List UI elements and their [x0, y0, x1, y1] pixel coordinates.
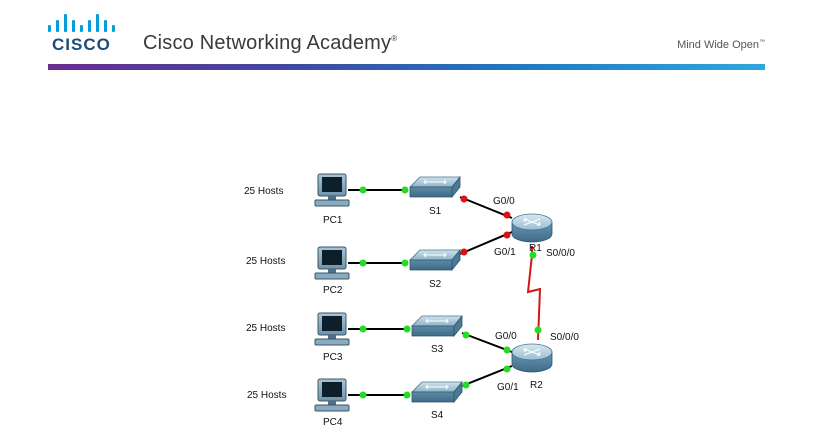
pc3-label: PC3: [323, 352, 343, 363]
pc4-hosts-label: 25 Hosts: [247, 390, 286, 401]
r2-g00-label: G0/0: [495, 331, 517, 342]
port-up-dot: [529, 251, 537, 259]
pc-icon[interactable]: [314, 246, 350, 280]
port-down-dot: [503, 211, 511, 219]
link-s1-r1: [459, 196, 513, 219]
academy-title-text: Cisco Networking Academy: [143, 32, 392, 54]
port-up-dot: [359, 391, 367, 399]
port-up-dot: [462, 381, 470, 389]
pc4-label: PC4: [323, 417, 343, 428]
header-gradient-bar: [48, 64, 765, 70]
pc3-hosts-label: 25 Hosts: [246, 323, 285, 334]
switch-icon[interactable]: [409, 248, 461, 272]
tagline-text: Mind Wide Open: [677, 39, 759, 51]
link-s3-r2: [461, 332, 513, 353]
port-up-dot: [503, 346, 511, 354]
r1-s000-label: S0/0/0: [546, 248, 575, 259]
r1-label: R1: [529, 243, 542, 254]
port-up-dot: [534, 326, 542, 334]
pc1-hosts-label: 25 Hosts: [244, 186, 283, 197]
cisco-logo-text: CISCO: [52, 35, 111, 54]
port-status-layer: [359, 186, 542, 399]
port-up-dot: [503, 365, 511, 373]
cisco-logo: CISCO: [48, 12, 128, 54]
links-layer: [348, 189, 542, 396]
pc2-label: PC2: [323, 285, 343, 296]
link-s2-r2: [459, 231, 513, 255]
port-up-dot: [462, 331, 470, 339]
cisco-logo-bars-icon: [48, 12, 128, 32]
s3-label: S3: [431, 344, 444, 355]
s2-label: S2: [429, 279, 442, 290]
port-up-dot: [359, 325, 367, 333]
port-down-dot: [503, 231, 511, 239]
port-up-dot: [401, 259, 409, 267]
pc-icon[interactable]: [314, 312, 350, 346]
pc-icon[interactable]: [314, 378, 350, 412]
port-down-dot: [460, 195, 468, 203]
port-up-dot: [403, 325, 411, 333]
r2-g01-label: G0/1: [497, 382, 519, 393]
s4-label: S4: [431, 410, 444, 421]
r1-g00-label: G0/0: [493, 196, 515, 207]
pc1-label: PC1: [323, 215, 343, 226]
academy-title: Cisco Networking Academy®: [143, 32, 397, 55]
router-icon[interactable]: [511, 343, 553, 373]
tagline: Mind Wide Open™: [677, 39, 765, 51]
port-up-dot: [359, 186, 367, 194]
switch-icon[interactable]: [409, 175, 461, 199]
router-icon[interactable]: [511, 213, 553, 243]
r1-g01-label: G0/1: [494, 247, 516, 258]
r2-label: R2: [530, 380, 543, 391]
port-down-dot: [460, 248, 468, 256]
switch-icon[interactable]: [411, 314, 463, 338]
port-up-dot: [359, 259, 367, 267]
registered-mark: ®: [391, 34, 398, 43]
switch-icon[interactable]: [411, 380, 463, 404]
s1-label: S1: [429, 206, 442, 217]
pc2-hosts-label: 25 Hosts: [246, 256, 285, 267]
pc-icon[interactable]: [314, 173, 350, 207]
port-up-dot: [403, 391, 411, 399]
r2-s000-label: S0/0/0: [550, 332, 579, 343]
port-up-dot: [401, 186, 409, 194]
header-banner: CISCO Cisco Networking Academy® Mind Wid…: [0, 0, 815, 72]
trademark-mark: ™: [759, 39, 765, 46]
link-serial-r1-r2: [526, 246, 542, 341]
